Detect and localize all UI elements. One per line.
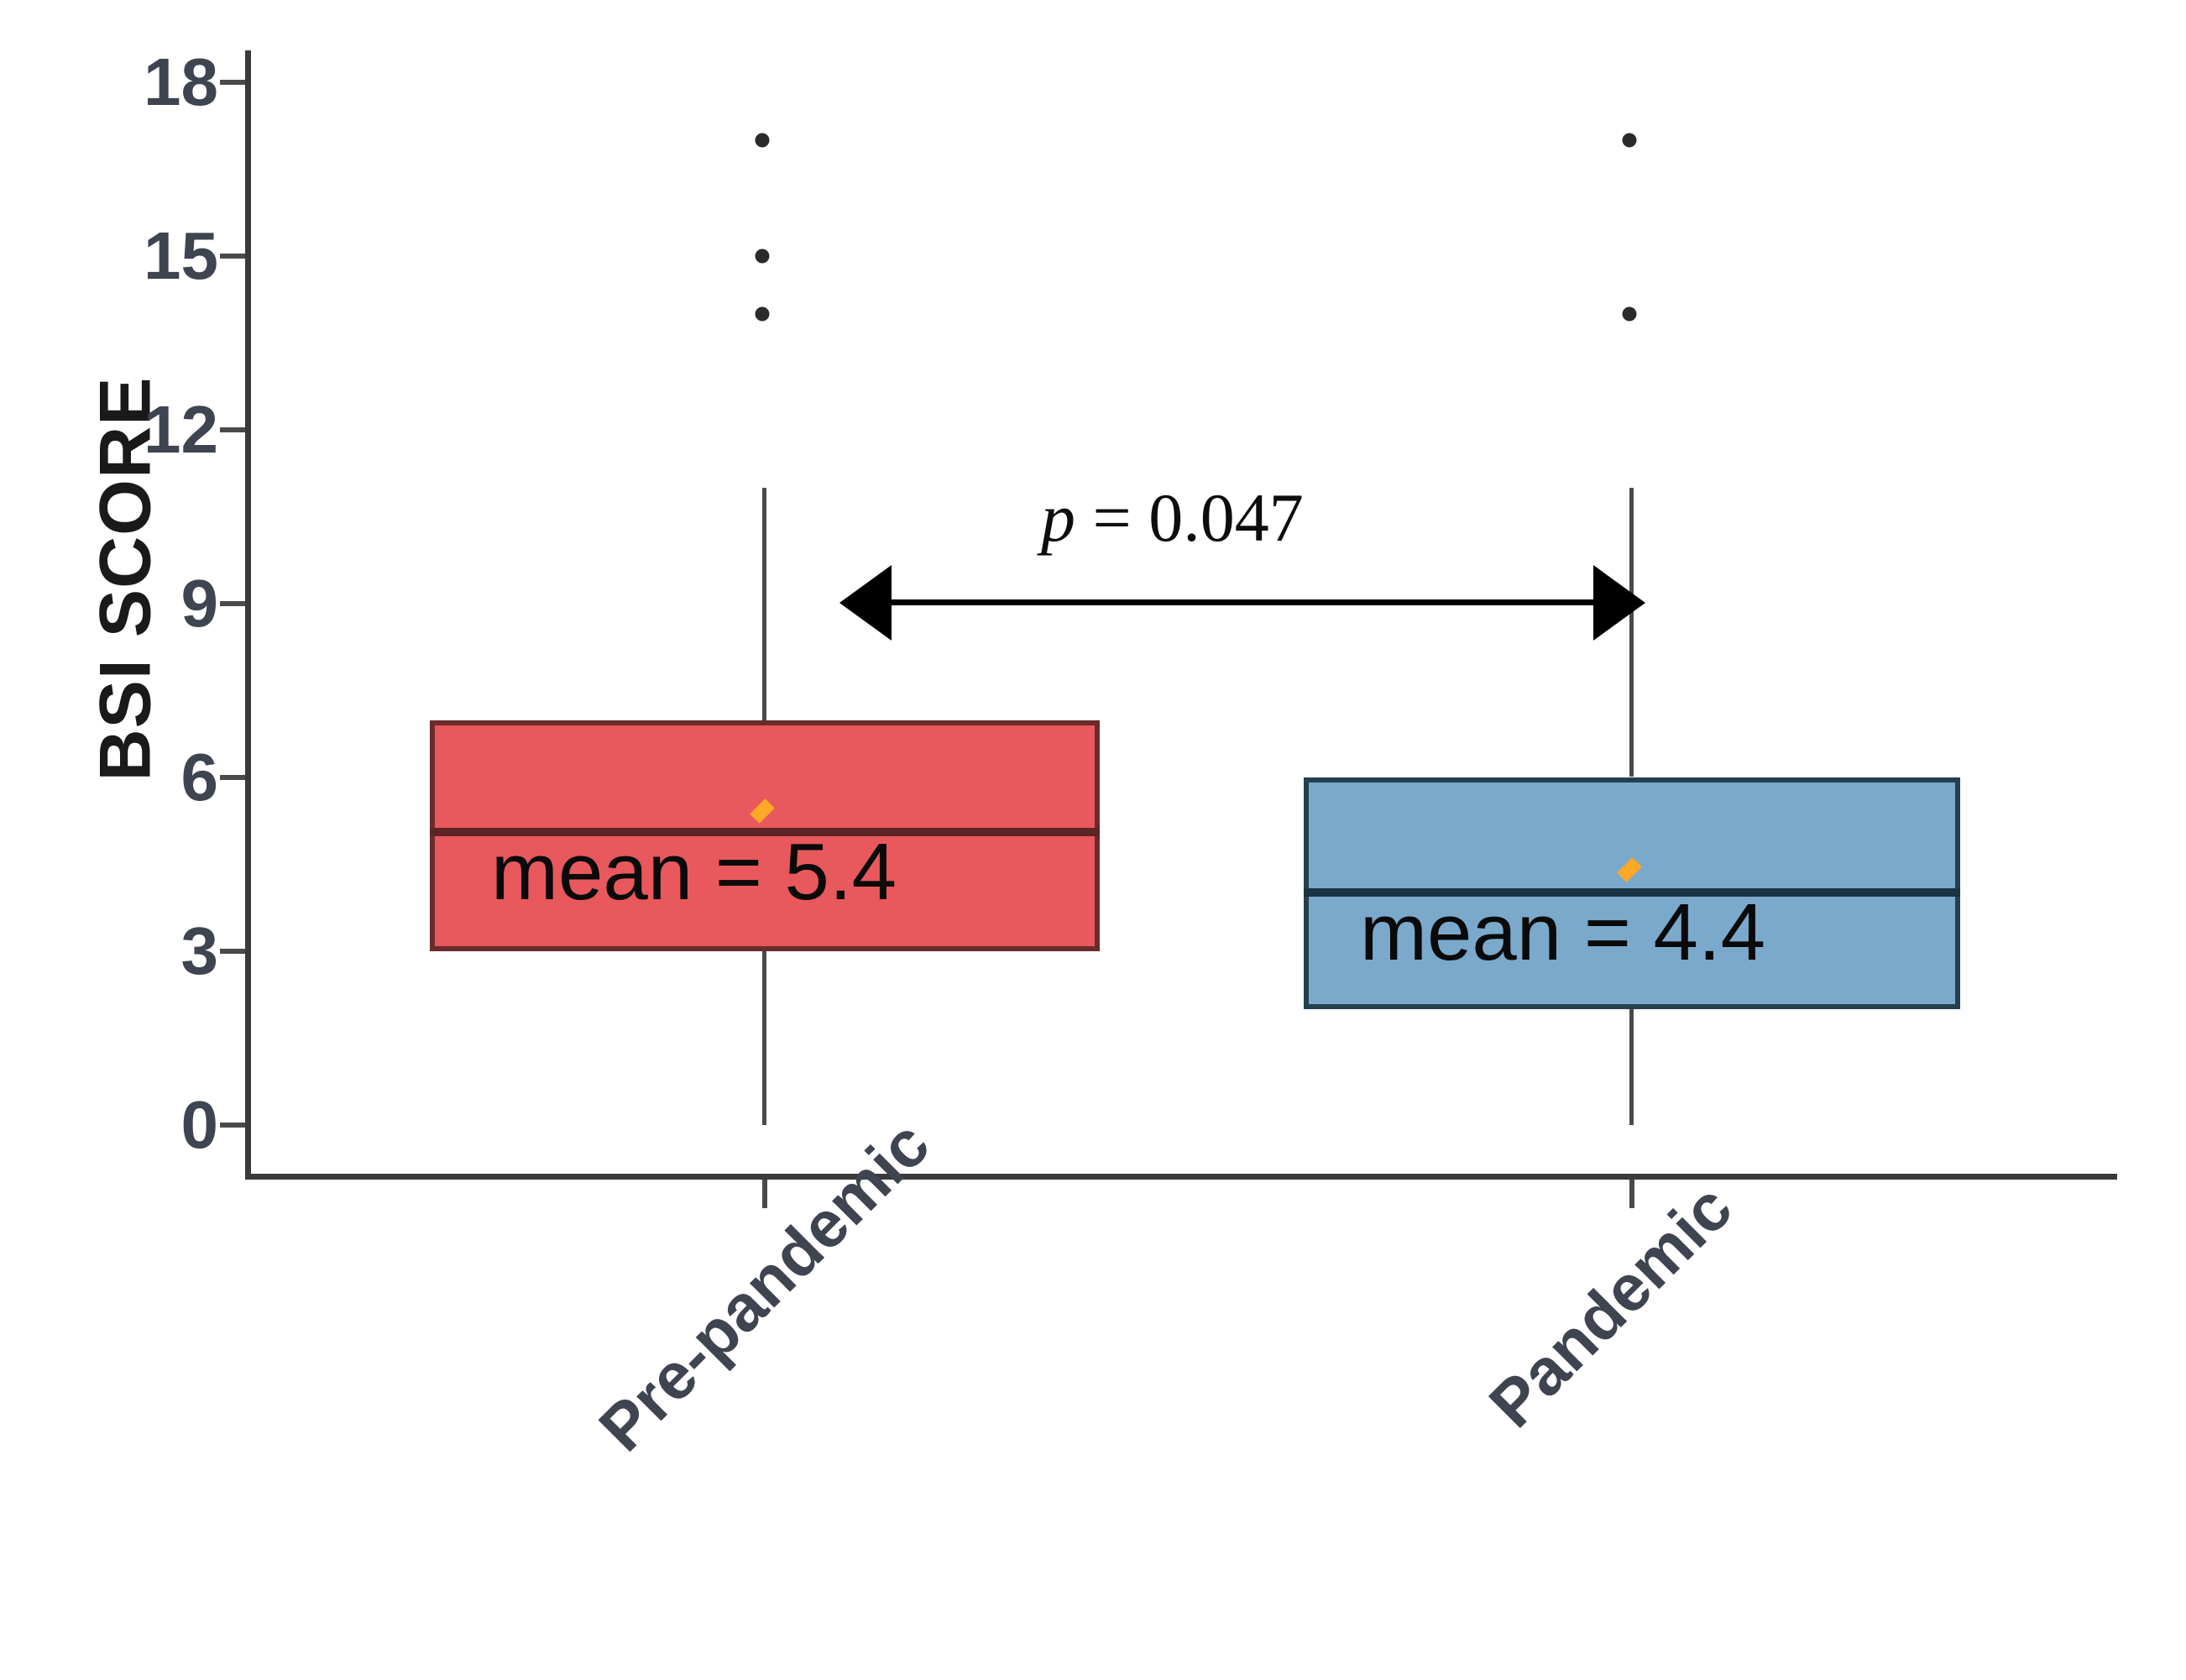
y-tick-label-15: 15 — [144, 218, 218, 293]
significance-arrow-line — [890, 599, 1595, 605]
median-line-pandemic — [1304, 888, 1960, 897]
y-tick-label-3: 3 — [180, 913, 219, 988]
y-tick-mark-9 — [220, 601, 247, 606]
p-value-number: = 0.047 — [1075, 479, 1304, 556]
x-tick-mark-pandemic — [1629, 1180, 1634, 1208]
y-tick-label-6: 6 — [180, 740, 219, 814]
outlier-pandemic-17 — [1622, 133, 1637, 148]
arrow-head-right-icon — [1593, 565, 1645, 641]
mean-label-pandemic: mean = 4.4 — [1360, 887, 1765, 977]
outlier-pre-pandemic-17 — [755, 133, 770, 148]
x-axis-line — [245, 1174, 2117, 1180]
whisker-lower-pre-pandemic — [762, 951, 766, 1125]
p-symbol: p — [1041, 479, 1075, 556]
y-tick-label-12: 12 — [144, 392, 218, 467]
y-tick-label-0: 0 — [180, 1087, 219, 1162]
outlier-pre-pandemic-15 — [755, 249, 770, 264]
x-tick-mark-pre-pandemic — [762, 1180, 767, 1208]
median-line-pre-pandemic — [430, 828, 1100, 836]
y-tick-mark-15 — [220, 254, 247, 259]
y-tick-mark-6 — [220, 775, 247, 780]
y-axis-tick-labels: 0 3 6 9 12 15 18 — [50, 0, 218, 1680]
outlier-pandemic-14 — [1622, 306, 1637, 322]
whisker-upper-pre-pandemic — [762, 488, 766, 720]
p-value-annotation: p = 0.047 — [1041, 479, 1304, 557]
whisker-lower-pandemic — [1629, 1009, 1634, 1125]
outlier-pre-pandemic-14 — [755, 306, 770, 322]
y-tick-label-9: 9 — [180, 566, 219, 641]
mean-label-pre-pandemic: mean = 5.4 — [491, 827, 897, 917]
arrow-head-left-icon — [839, 565, 892, 641]
y-tick-mark-0 — [220, 1123, 247, 1128]
x-tick-label-pandemic: Pandemic — [1474, 1170, 1746, 1442]
y-tick-mark-3 — [220, 949, 247, 954]
x-tick-label-pre-pandemic: Pre-pandemic — [584, 1107, 944, 1466]
y-tick-mark-18 — [220, 80, 247, 85]
y-tick-label-18: 18 — [144, 44, 218, 119]
y-tick-mark-12 — [220, 427, 247, 432]
y-axis-line — [245, 50, 251, 1180]
